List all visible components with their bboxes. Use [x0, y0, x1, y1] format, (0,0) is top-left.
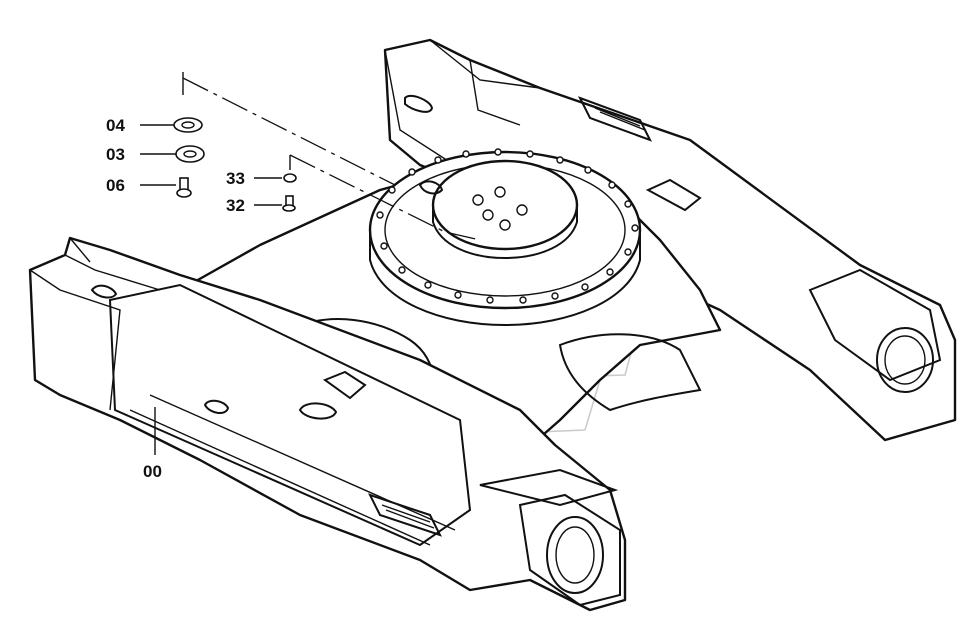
part-06-bolt [176, 177, 192, 198]
part-04-plate [173, 117, 203, 133]
swing-bearing [368, 148, 642, 327]
part-03-gasket [175, 145, 205, 163]
part-32-bolt [282, 195, 296, 212]
ring-bolt-holes [376, 148, 639, 304]
part-label-33: 33 [226, 169, 245, 188]
rear-track-frame [383, 38, 957, 442]
part-label-00: 00 [143, 462, 162, 481]
front-track-frame [28, 236, 627, 612]
part-label-06: 06 [106, 176, 125, 195]
part-label-03: 03 [106, 145, 125, 164]
part-label-04: 04 [106, 116, 125, 135]
leader-lines [140, 72, 481, 455]
part-label-32: 32 [226, 196, 245, 215]
part-33-washer [283, 173, 297, 183]
